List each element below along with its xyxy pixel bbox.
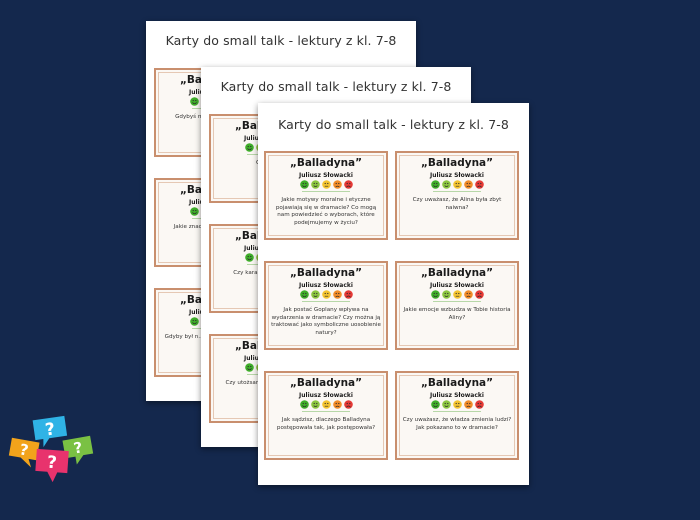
angry-face-icon xyxy=(343,400,353,409)
smile-face-icon xyxy=(441,180,451,189)
neutral-face-icon xyxy=(321,290,331,299)
rating-faces xyxy=(397,290,517,299)
question-mark-icon: ? xyxy=(46,453,57,474)
sheet-title: Karty do small talk - lektury z kl. 7-8 xyxy=(278,117,509,132)
big-smile-face-icon xyxy=(299,180,309,189)
card[interactable]: „Balladyna” Juliusz Słowacki Czy uważasz… xyxy=(395,151,519,240)
frown-face-icon xyxy=(332,400,342,409)
question-mark-icon: ? xyxy=(18,440,30,459)
card-title: „Balladyna” xyxy=(289,267,363,279)
big-smile-face-icon xyxy=(189,207,199,216)
angry-face-icon xyxy=(474,180,484,189)
card-question: Jak postać Goplany wpływa na wydarzenia … xyxy=(271,307,381,336)
angry-face-icon xyxy=(474,400,484,409)
big-smile-face-icon xyxy=(430,180,440,189)
bubble-shape xyxy=(35,448,69,483)
card[interactable]: „Balladyna” Juliusz Słowacki Jak sądzisz… xyxy=(264,371,388,460)
rating-faces xyxy=(397,400,517,409)
neutral-face-icon xyxy=(321,400,331,409)
divider xyxy=(302,191,350,192)
frown-face-icon xyxy=(463,400,473,409)
card-author: Juliusz Słowacki xyxy=(299,392,353,399)
card-title: „Balladyna” xyxy=(289,157,363,169)
neutral-face-icon xyxy=(452,400,462,409)
sheet-title: Karty do small talk - lektury z kl. 7-8 xyxy=(165,33,397,48)
speech-bubbles-logo: ? ? ? ? xyxy=(8,415,94,483)
card-question: Czy uważasz, że władza zmienia ludzi? Ja… xyxy=(402,417,512,431)
card-title: „Balladyna” xyxy=(289,377,363,389)
rating-faces xyxy=(266,400,386,409)
divider xyxy=(302,301,350,302)
card-title: „Balladyna” xyxy=(420,267,494,279)
angry-face-icon xyxy=(343,180,353,189)
big-smile-face-icon xyxy=(299,290,309,299)
card-title: „Balladyna” xyxy=(420,157,494,169)
angry-face-icon xyxy=(343,290,353,299)
big-smile-face-icon xyxy=(244,143,254,152)
rating-faces xyxy=(397,180,517,189)
frown-face-icon xyxy=(463,180,473,189)
sheet-front: Karty do small talk - lektury z kl. 7-8 … xyxy=(258,103,529,485)
card-question: Jakie emocje wzbudza w Tobie historia Al… xyxy=(403,307,511,321)
smile-face-icon xyxy=(310,180,320,189)
neutral-face-icon xyxy=(321,180,331,189)
question-mark-icon: ? xyxy=(44,419,57,440)
card-author: Juliusz Słowacki xyxy=(299,282,353,289)
big-smile-face-icon xyxy=(244,253,254,262)
neutral-face-icon xyxy=(452,180,462,189)
card-question: Jakie motywy moralne i etyczne pojawiają… xyxy=(275,197,377,226)
neutral-face-icon xyxy=(452,290,462,299)
smile-face-icon xyxy=(441,290,451,299)
bubble-shape xyxy=(32,415,68,448)
card-question: Czy uważasz, że Alina była zbyt naiwna? xyxy=(412,197,502,211)
card-author: Juliusz Słowacki xyxy=(430,172,484,179)
angry-face-icon xyxy=(474,290,484,299)
smile-face-icon xyxy=(310,400,320,409)
big-smile-face-icon xyxy=(299,400,309,409)
card[interactable]: „Balladyna” Juliusz Słowacki Czy uważasz… xyxy=(395,371,519,460)
card-author: Juliusz Słowacki xyxy=(299,172,353,179)
question-mark-icon: ? xyxy=(72,438,84,457)
big-smile-face-icon xyxy=(189,97,199,106)
smile-face-icon xyxy=(310,290,320,299)
big-smile-face-icon xyxy=(430,290,440,299)
card[interactable]: „Balladyna” Juliusz Słowacki Jak postać … xyxy=(264,261,388,350)
big-smile-face-icon xyxy=(244,363,254,372)
smile-face-icon xyxy=(441,400,451,409)
big-smile-face-icon xyxy=(430,400,440,409)
card-author: Juliusz Słowacki xyxy=(430,282,484,289)
speech-bubble-icon: ? xyxy=(8,437,40,468)
card-question: Jak sądzisz, dlaczego Balladyna postępow… xyxy=(276,417,376,431)
big-smile-face-icon xyxy=(189,317,199,326)
frown-face-icon xyxy=(332,290,342,299)
card[interactable]: „Balladyna” Juliusz Słowacki Jakie emocj… xyxy=(395,261,519,350)
speech-bubble-icon: ? xyxy=(32,415,68,448)
rating-faces xyxy=(266,180,386,189)
divider xyxy=(302,411,350,412)
speech-bubble-icon: ? xyxy=(35,448,69,483)
card-author: Juliusz Słowacki xyxy=(430,392,484,399)
card-title: „Balladyna” xyxy=(420,377,494,389)
bubble-shape xyxy=(8,437,40,468)
card[interactable]: „Balladyna” Juliusz Słowacki Jakie motyw… xyxy=(264,151,388,240)
divider xyxy=(433,301,481,302)
sheet-title: Karty do small talk - lektury z kl. 7-8 xyxy=(220,79,452,94)
frown-face-icon xyxy=(332,180,342,189)
frown-face-icon xyxy=(463,290,473,299)
divider xyxy=(433,411,481,412)
rating-faces xyxy=(266,290,386,299)
bubble-shape xyxy=(62,435,94,465)
speech-bubble-icon: ? xyxy=(62,435,94,465)
divider xyxy=(433,191,481,192)
